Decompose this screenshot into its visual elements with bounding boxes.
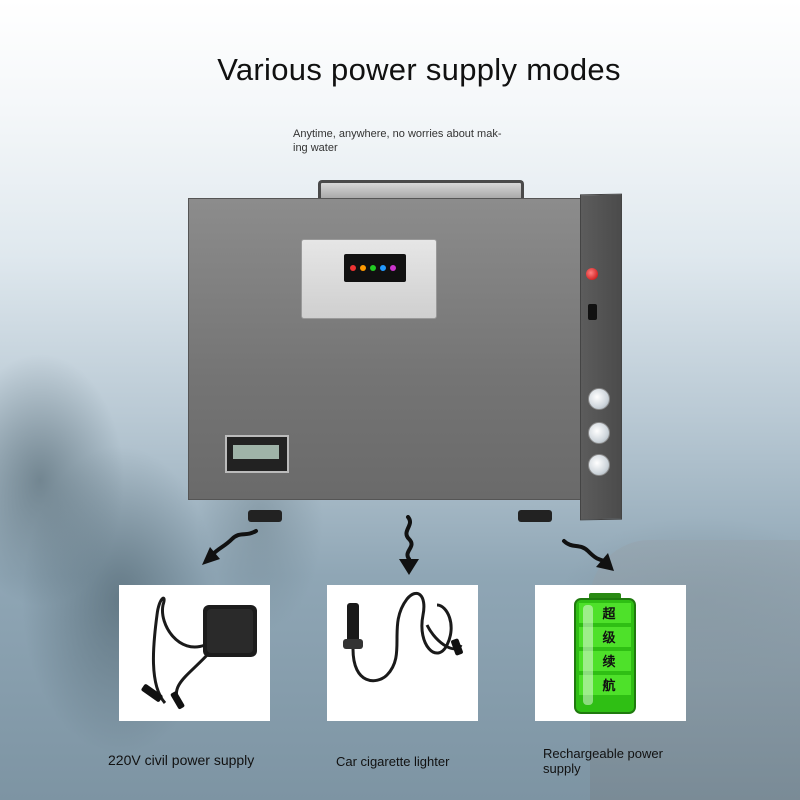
display-panel-icon — [301, 239, 437, 319]
battery-char: 超 — [602, 606, 616, 622]
page-subtitle: Anytime, anywhere, no worries about mak-… — [293, 128, 502, 154]
water-port-icon — [588, 388, 610, 410]
car-charger-icon — [343, 592, 463, 683]
mode-card-car-charger — [327, 585, 478, 721]
water-port-icon — [588, 422, 610, 444]
page-title: Various power supply modes — [217, 52, 621, 87]
battery-char: 续 — [602, 654, 615, 670]
panel-screen — [344, 254, 406, 282]
machine-foot — [248, 510, 282, 522]
water-port-icon — [588, 454, 610, 476]
power-adapter-icon — [141, 596, 257, 710]
machine-front — [188, 198, 582, 500]
battery-icon: 超 级 续 航 — [574, 593, 636, 714]
mode-label-battery: Rechargeable power supply — [543, 746, 663, 776]
water-maker-machine — [188, 180, 624, 532]
mode-label-adapter: 220V civil power supply — [108, 752, 255, 768]
arrow-left-icon — [202, 529, 258, 565]
arrow-right-icon — [562, 539, 614, 571]
mode-label-car-charger: Car cigarette lighter — [336, 754, 450, 769]
mode-card-adapter — [119, 585, 270, 721]
mode-card-battery: 超 级 续 航 — [535, 585, 686, 721]
lcd-meter-icon — [225, 435, 289, 473]
rocker-switch-icon — [588, 304, 597, 320]
power-button-icon — [586, 268, 598, 280]
machine-foot — [518, 510, 552, 522]
arrow-down-icon — [399, 515, 419, 575]
lcd-readout — [233, 445, 279, 459]
carry-handle-icon — [318, 180, 524, 203]
battery-char: 级 — [602, 630, 616, 646]
battery-char: 航 — [602, 678, 615, 694]
